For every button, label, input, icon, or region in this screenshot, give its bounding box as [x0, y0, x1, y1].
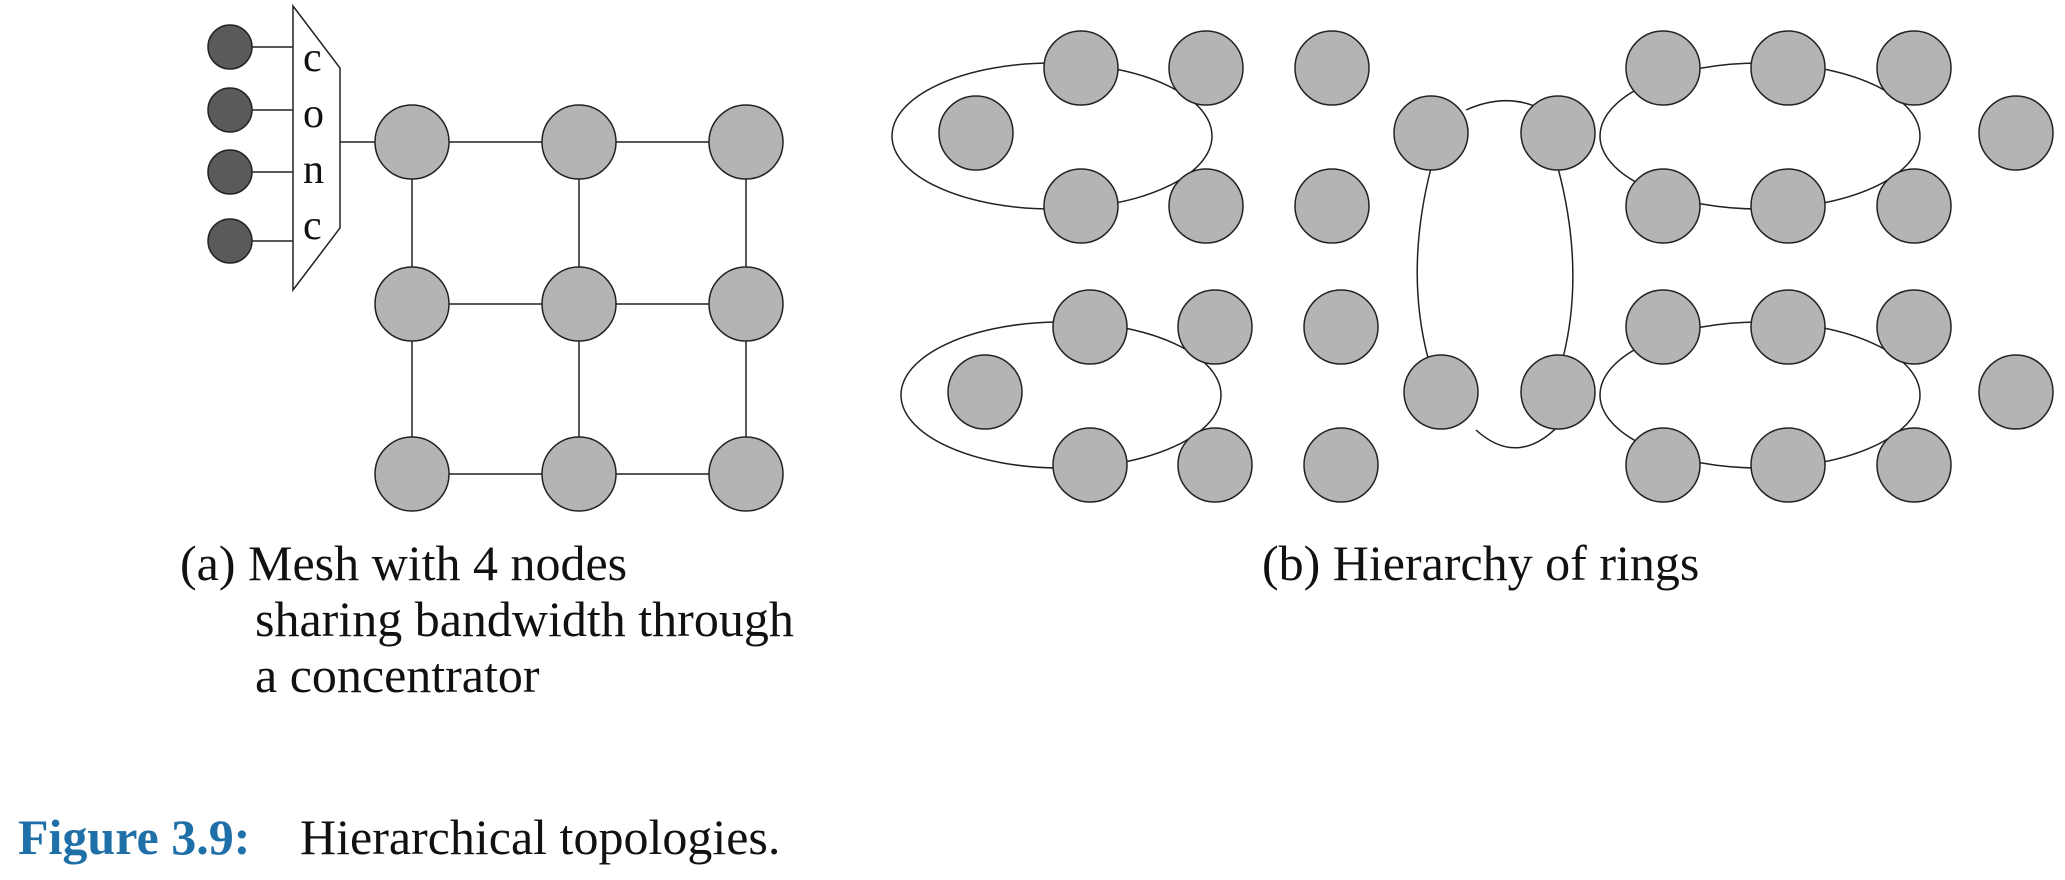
- panel-a-mesh: c o n c (a) Mesh with 4 nodes sharing ba…: [180, 3, 794, 703]
- figure-title: Hierarchical topologies.: [300, 809, 780, 865]
- host-node: [207, 149, 253, 195]
- ring-node: [1303, 427, 1379, 503]
- host-node: [207, 87, 253, 133]
- ring-node: [1393, 95, 1469, 171]
- ring-node: [1294, 30, 1370, 106]
- caption-b: (b) Hierarchy of rings: [1262, 535, 1699, 591]
- caption-a-line-3: a concentrator: [255, 647, 540, 703]
- ring-node: [1625, 289, 1701, 365]
- inter-ring-link: [1416, 167, 1432, 359]
- concentrator: [292, 3, 341, 293]
- ring-node: [1520, 95, 1596, 171]
- ring-node: [1403, 354, 1479, 430]
- host-node: [207, 24, 253, 70]
- ring-node: [1168, 168, 1244, 244]
- ring-node: [947, 354, 1023, 430]
- caption-a-line-1: (a) Mesh with 4 nodes: [180, 535, 627, 591]
- mesh-node: [541, 436, 617, 512]
- mesh-node: [374, 266, 450, 342]
- ring-node: [1978, 354, 2054, 430]
- ring-node: [1625, 168, 1701, 244]
- panel-b-rings: (b) Hierarchy of rings: [891, 30, 2054, 591]
- concentrator-letter: c: [303, 203, 322, 249]
- ring-node: [1043, 168, 1119, 244]
- ring-node: [1294, 168, 1370, 244]
- ring-node: [1303, 289, 1379, 365]
- ring-node: [1750, 30, 1826, 106]
- ring-node: [1750, 427, 1826, 503]
- ring-node: [1750, 289, 1826, 365]
- mesh-node: [708, 266, 784, 342]
- concentrator-letter: n: [303, 147, 324, 193]
- host-links: [230, 46, 293, 242]
- mesh-node: [708, 436, 784, 512]
- concentrator-letter: o: [303, 91, 324, 137]
- mesh-node: [541, 104, 617, 180]
- ring-node: [1978, 95, 2054, 171]
- ring-node: [1625, 30, 1701, 106]
- ring-node: [1168, 30, 1244, 106]
- mesh-node: [374, 104, 450, 180]
- ring-node: [1876, 30, 1952, 106]
- ring-node: [1043, 30, 1119, 106]
- ring-node: [1876, 289, 1952, 365]
- concentrator-letter: c: [303, 35, 322, 81]
- ring-node: [1177, 427, 1253, 503]
- ring-node: [1876, 427, 1952, 503]
- ring-node: [1052, 427, 1128, 503]
- mesh-nodes: [374, 104, 784, 512]
- ring-node: [1052, 289, 1128, 365]
- mesh-node: [374, 436, 450, 512]
- caption-a-line-2: sharing bandwidth through: [255, 591, 794, 647]
- ring-node: [1177, 289, 1253, 365]
- ring-node: [1750, 168, 1826, 244]
- ring-node: [1625, 427, 1701, 503]
- mesh-node: [541, 266, 617, 342]
- ring-node: [938, 95, 1014, 171]
- ring-node: [1876, 168, 1952, 244]
- figure-label: Figure 3.9:: [18, 809, 250, 865]
- host-nodes: [207, 24, 253, 264]
- ring-node: [1520, 354, 1596, 430]
- mesh-node: [708, 104, 784, 180]
- ring-nodes: [938, 30, 2054, 503]
- inter-ring-link: [1557, 167, 1574, 359]
- host-node: [207, 218, 253, 264]
- figure-caption: Figure 3.9: Hierarchical topologies.: [18, 809, 780, 865]
